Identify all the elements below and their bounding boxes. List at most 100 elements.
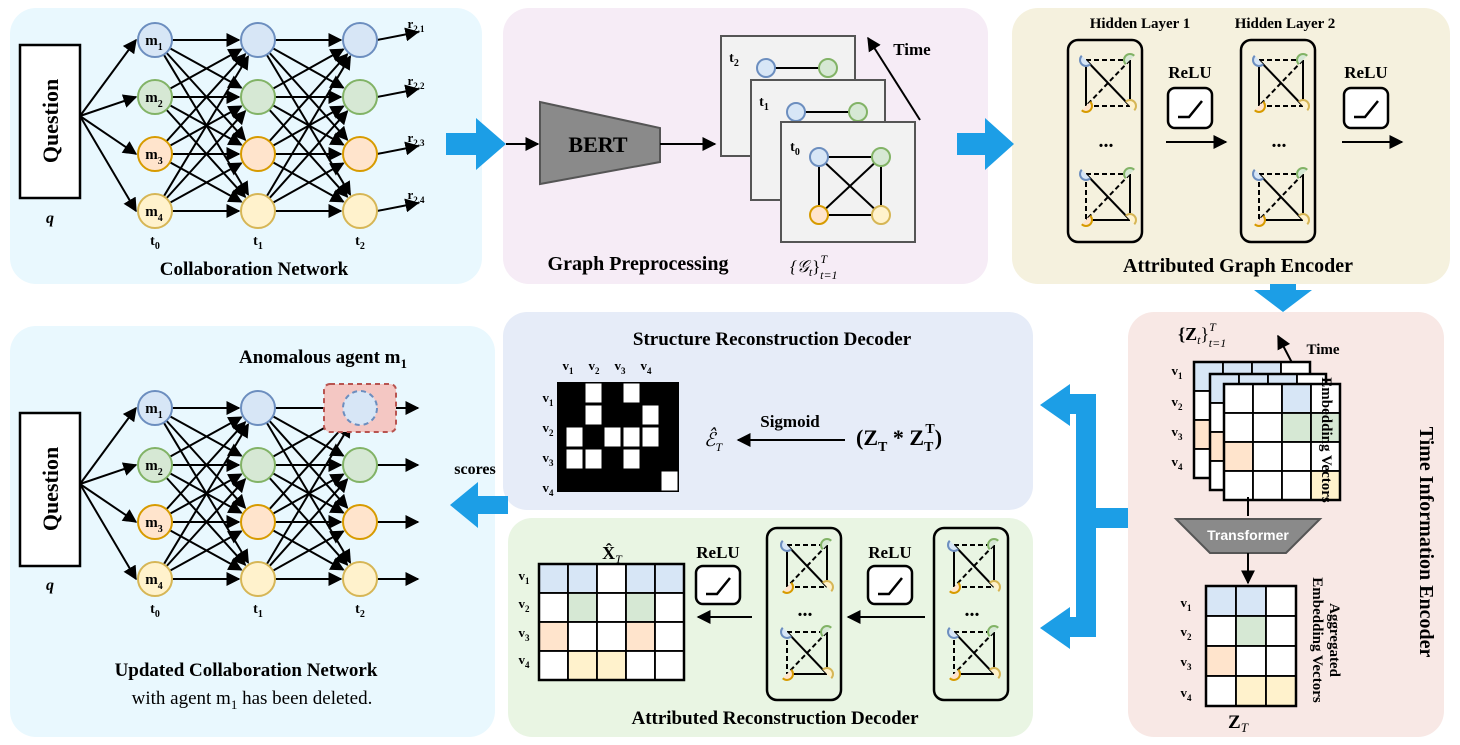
- relu-box-dec-1: [694, 564, 742, 606]
- edge-question-to-m2: [79, 462, 138, 485]
- aggregated-vectors-label: Embedding Vectors: [1309, 577, 1325, 703]
- x-hat-cell-2-2: [596, 621, 627, 652]
- agent-node-t2-row3: [342, 504, 378, 540]
- edge-layer0-2-0: [165, 421, 247, 511]
- x-hat-cell-1-1: [567, 592, 598, 623]
- stack-front-cell-3-0: [1223, 470, 1254, 501]
- struct-col-label-v3: v3: [615, 358, 627, 376]
- edge-layer0-3-1: [165, 110, 247, 200]
- enc1-bot-node-1: [1296, 167, 1308, 179]
- dec1-bot-node-0: [947, 627, 959, 639]
- stack-front-cell-0-0: [1223, 383, 1254, 414]
- dec1-top-node-1: [987, 538, 999, 550]
- agent-node-t1-row3: [240, 136, 276, 172]
- struct-cell-3-3: [622, 448, 641, 470]
- enc1-bot-node-3: [1298, 213, 1310, 225]
- decoder-dots-2: ...: [965, 599, 980, 621]
- dec0-top-edge-5: [786, 544, 828, 588]
- agent-label-m1: m1: [145, 401, 163, 421]
- dec1-top-node-2: [949, 582, 961, 594]
- relu-label-dec-1: ReLU: [696, 543, 739, 562]
- attributed-graph-encoder-title: Attributed Graph Encoder: [1123, 255, 1353, 277]
- struct-row-label-v1: v1: [543, 390, 555, 408]
- dec1-top-node-0: [947, 540, 959, 552]
- hidden-layer-2-label: Hidden Layer 2: [1235, 16, 1336, 32]
- x-hat-cell-0-4: [654, 563, 685, 594]
- z-agg-cell-1-1: [1235, 615, 1267, 647]
- dec1-top-edge-5: [953, 544, 995, 588]
- bert-label: BERT: [568, 132, 627, 157]
- output-arrow-1: [376, 27, 420, 42]
- z-agg-cell-0-0: [1205, 585, 1237, 617]
- output-label-r1: r2,1: [407, 16, 425, 34]
- relu-box-enc-2: [1342, 86, 1390, 130]
- time-label-t1: t1: [253, 602, 263, 620]
- stack-front-cell-1-3: [1310, 412, 1341, 443]
- aggregated-label: Aggregated: [1326, 603, 1342, 678]
- structure-decoder-title: Structure Reconstruction Decoder: [633, 329, 912, 350]
- edge-layer0-3-2: [169, 162, 243, 204]
- x-hat-row-label-v4: v4: [519, 652, 531, 670]
- time-label-preproc: Time: [893, 40, 931, 59]
- agent-node-t2-row2: [342, 447, 378, 483]
- x-hat-cell-1-2: [596, 592, 627, 623]
- stack-front-cell-3-3: [1310, 470, 1341, 501]
- x-hat-row-label-v2: v2: [519, 596, 531, 614]
- reconstructed-attribute-matrix: v1 v2 v3 v4: [519, 562, 686, 682]
- question-label-bottom: Question: [38, 447, 63, 531]
- edge-layer1-3-0: [265, 423, 352, 565]
- x-hat-cell-1-0: [538, 592, 569, 623]
- encoder-layer-2-box: [1239, 38, 1317, 244]
- z-agg-cell-3-1: [1235, 675, 1267, 707]
- x-hat-cell-3-4: [654, 650, 685, 681]
- updated-network-subtitle: with agent m1 has been deleted.: [132, 688, 373, 712]
- dec1-top-node-3: [989, 580, 1001, 592]
- time-label-encoder: Time: [1306, 342, 1339, 358]
- embedding-vectors-label: Embedding Vectors: [1318, 377, 1334, 503]
- x-hat-cell-3-0: [538, 650, 569, 681]
- struct-cell-2-0: [565, 426, 584, 448]
- agent-node-t2-row1: [342, 390, 378, 426]
- edge-layer1-3-2: [272, 162, 345, 204]
- graph-preprocessing-title: Graph Preprocessing: [548, 253, 729, 275]
- edge-layer1-1-0: [272, 48, 345, 90]
- relu-label-enc-1: ReLU: [1168, 63, 1211, 82]
- edge-layer1-3-2: [272, 530, 345, 572]
- enc0-bot-node-3: [1125, 213, 1137, 225]
- edge-layer0-1-0: [169, 416, 243, 458]
- agent-label-m3: m3: [145, 147, 163, 167]
- time-arrow-preproc: [867, 36, 921, 121]
- output-label-r2: r2,2: [407, 73, 425, 91]
- agent-node-t2-row4: [342, 561, 378, 597]
- x-hat-row-label-v3: v3: [519, 625, 531, 643]
- agent-node-t2-row1: [342, 22, 378, 58]
- relu-box-dec-2: [866, 564, 914, 606]
- question-box-bottom: Question: [18, 411, 82, 568]
- struct-col-label-v2: v2: [589, 358, 601, 376]
- enc0-bot-edge-4: [1085, 173, 1131, 221]
- struct-cell-0-1: [584, 382, 603, 404]
- agent-node-t1-row1: [240, 390, 276, 426]
- edge-layer0-3-0: [162, 55, 250, 197]
- agent-node-t0-row2: [137, 447, 173, 483]
- stack-front-cell-0-2: [1281, 383, 1312, 414]
- frame-t0-node-1: [871, 147, 891, 167]
- agent-node-t1-row2: [240, 447, 276, 483]
- z-agg-cell-2-2: [1265, 645, 1297, 677]
- x-hat-row-label-v1: v1: [519, 568, 531, 586]
- agent-node-t1-row3: [240, 504, 276, 540]
- agent-label-m3: m3: [145, 515, 163, 535]
- enc0-top-edge-4: [1085, 59, 1131, 107]
- relu-label-enc-2: ReLU: [1344, 63, 1387, 82]
- e-hat-label: ℰ̂T: [704, 427, 724, 454]
- agent-label-m2: m2: [145, 458, 163, 478]
- struct-row-label-v3: v3: [543, 450, 555, 468]
- output-label-r3: r2,3: [407, 130, 425, 148]
- x-hat-cell-2-1: [567, 621, 598, 652]
- time-label-t1: t1: [253, 234, 263, 252]
